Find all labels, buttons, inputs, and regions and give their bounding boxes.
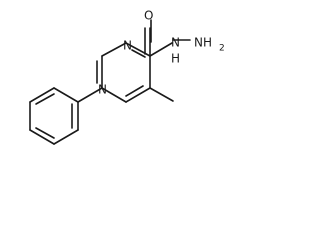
bond: [35, 127, 55, 139]
bond: [29, 129, 55, 145]
bond: [125, 87, 151, 103]
bond: [29, 87, 55, 103]
bond: [131, 49, 146, 58]
atom-n-ring-bottom: N: [98, 83, 107, 97]
bond: [101, 87, 127, 103]
bond: [53, 87, 79, 103]
atom-n-ring-top: N: [123, 39, 132, 53]
bond: [101, 42, 127, 57]
atom-subscript-2: 2: [219, 44, 225, 54]
atom-o-carbonyl: O: [144, 9, 153, 23]
bond-lines: [29, 19, 191, 145]
bond: [149, 87, 174, 102]
bond: [35, 93, 55, 105]
bond: [149, 42, 173, 57]
atom-n-amide: N: [171, 36, 180, 50]
molecule-structure: N N O N H NH 2: [29, 9, 225, 145]
bond: [77, 87, 103, 103]
atom-labels: N N O N H NH 2: [98, 9, 225, 97]
atom-n-terminal: NH: [194, 36, 212, 50]
bond: [125, 85, 144, 97]
bond: [125, 42, 151, 57]
atom-h-amide: H: [171, 52, 180, 66]
bond: [53, 129, 79, 145]
